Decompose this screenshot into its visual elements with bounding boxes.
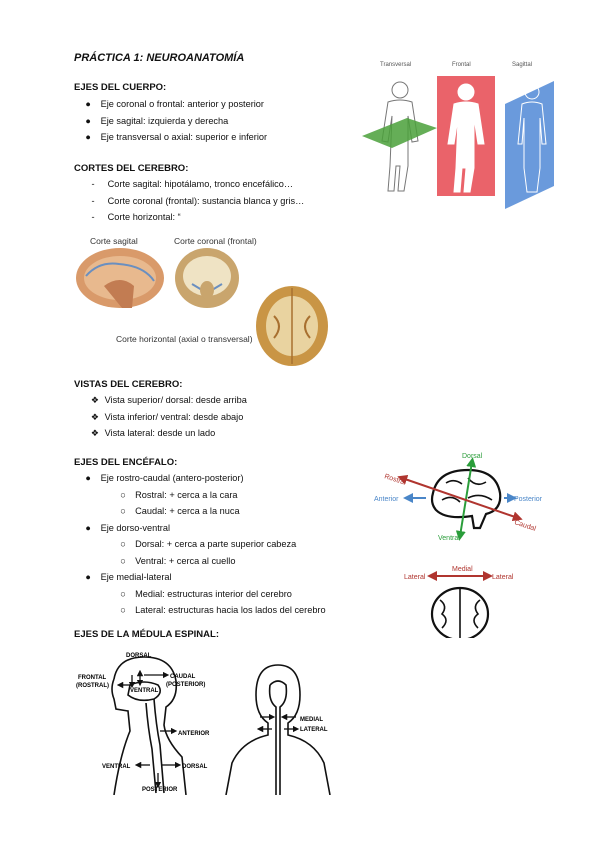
- list-item: ● Eje sagital: izquierda y derecha: [85, 115, 229, 126]
- list-item: ❖ Vista inferior/ ventral: desde abajo: [90, 411, 244, 422]
- section-heading-medula: EJES DE LA MÉDULA ESPINAL:: [74, 629, 219, 640]
- section-heading-ejes-encefalo: EJES DEL ENCÉFALO:: [74, 457, 178, 468]
- transverse-plane: [362, 118, 437, 148]
- label-ventral-head: VENTRAL: [130, 688, 159, 694]
- list-subitem: ○ Rostral: + cerca a la cara: [120, 489, 238, 500]
- body-planes-figure: Transversal Frontal Sagittal: [362, 62, 554, 209]
- label-dorsal-top: DORSAL: [126, 653, 152, 659]
- label-posterior: POSTERIOR: [142, 787, 178, 793]
- label-lateral-right: Lateral: [492, 574, 514, 581]
- list-item: ❖ Vista superior/ dorsal: desde arriba: [90, 395, 247, 405]
- plane-label-frontal: Frontal: [452, 62, 471, 68]
- label-medial: Medial: [452, 566, 473, 573]
- top-brain-icon: [430, 586, 490, 638]
- list-item: - Corte coronal (frontal): sustancia bla…: [91, 195, 305, 206]
- label-posterior: Posterior: [514, 496, 543, 503]
- list-item: ● Eje coronal o frontal: anterior y post…: [85, 99, 264, 109]
- label-anterior: Anterior: [374, 496, 399, 503]
- label-ventral: Ventral: [438, 535, 460, 542]
- section-heading-vistas: VISTAS DEL CEREBRO:: [74, 379, 183, 390]
- side-view-outline: [111, 656, 187, 795]
- label-frontal: FRONTAL: [78, 675, 107, 681]
- label-caudal: CAUDAL: [170, 674, 196, 680]
- caption-horizontal: Corte horizontal (axial o transversal): [116, 334, 253, 344]
- brain-axes-figure: Dorsal Rostral Anterior Posterior Caudal…: [374, 453, 543, 638]
- rostro-caudal-arrow: [397, 474, 523, 522]
- sagittal-plane: [505, 81, 554, 209]
- section-heading-cortes: CORTES DEL CEREBRO:: [74, 163, 189, 174]
- section-heading-ejes-cuerpo: EJES DEL CUERPO:: [74, 82, 167, 93]
- caption-coronal: Corte coronal (frontal): [174, 236, 257, 246]
- list-item: - Corte horizontal: “: [91, 212, 181, 222]
- ejes-encefalo-list: ● Eje rostro-caudal (antero-posterior) ○…: [78, 470, 326, 619]
- page-title: PRÁCTICA 1: NEUROANATOMÍA: [74, 52, 245, 64]
- list-subitem: ○ Caudal: + cerca a la nuca: [120, 506, 240, 516]
- list-item: ● Eje rostro-caudal (antero-posterior): [85, 473, 244, 483]
- vistas-list: ❖ Vista superior/ dorsal: desde arriba ❖…: [88, 392, 247, 442]
- plane-label-sagittal: Sagittal: [512, 62, 532, 68]
- spinal-axes-figure: DORSAL FRONTAL (ROSTRAL) VENTRAL CAUDAL …: [76, 653, 331, 795]
- plane-label-transversal: Transversal: [380, 62, 411, 68]
- list-item: ● Eje medial-lateral: [85, 572, 172, 582]
- ejes-cuerpo-list: ● Eje coronal o frontal: anterior y post…: [78, 96, 267, 146]
- label-caudal: Caudal: [513, 519, 537, 533]
- list-subitem: ○ Dorsal: + cerca a parte superior cabez…: [120, 539, 297, 549]
- front-view-outline: [225, 664, 331, 795]
- label-rostral: (ROSTRAL): [76, 683, 109, 689]
- label-medial: MEDIAL: [300, 717, 323, 723]
- label-ventral: VENTRAL: [102, 764, 131, 770]
- label-dorsal-low: DORSAL: [182, 764, 208, 770]
- list-item: - Corte sagital: hipotálamo, tronco ence…: [91, 179, 294, 189]
- list-subitem: ○ Medial: estructuras interior del cereb…: [120, 588, 292, 599]
- list-subitem: ○ Ventral: + cerca al cuello: [120, 555, 236, 566]
- label-lateral-left: Lateral: [404, 574, 426, 581]
- label-posterior-paren: (POSTERIOR): [166, 682, 205, 688]
- brain-sections-figure: [76, 248, 328, 366]
- cortes-list: - Corte sagital: hipotálamo, tronco ence…: [86, 176, 304, 226]
- list-item: ❖ Vista lateral: desde un lado: [90, 428, 216, 438]
- label-dorsal: Dorsal: [462, 453, 483, 460]
- caption-sagital: Corte sagital: [90, 236, 138, 246]
- label-lateral: LATERAL: [300, 727, 328, 733]
- label-anterior: ANTERIOR: [178, 731, 210, 737]
- list-item: ● Eje transversal o axial: superior e in…: [85, 132, 268, 142]
- list-item: ● Eje dorso-ventral: [85, 522, 171, 533]
- list-subitem: ○ Lateral: estructuras hacia los lados d…: [120, 605, 326, 615]
- label-rostral: Rostral: [383, 473, 407, 487]
